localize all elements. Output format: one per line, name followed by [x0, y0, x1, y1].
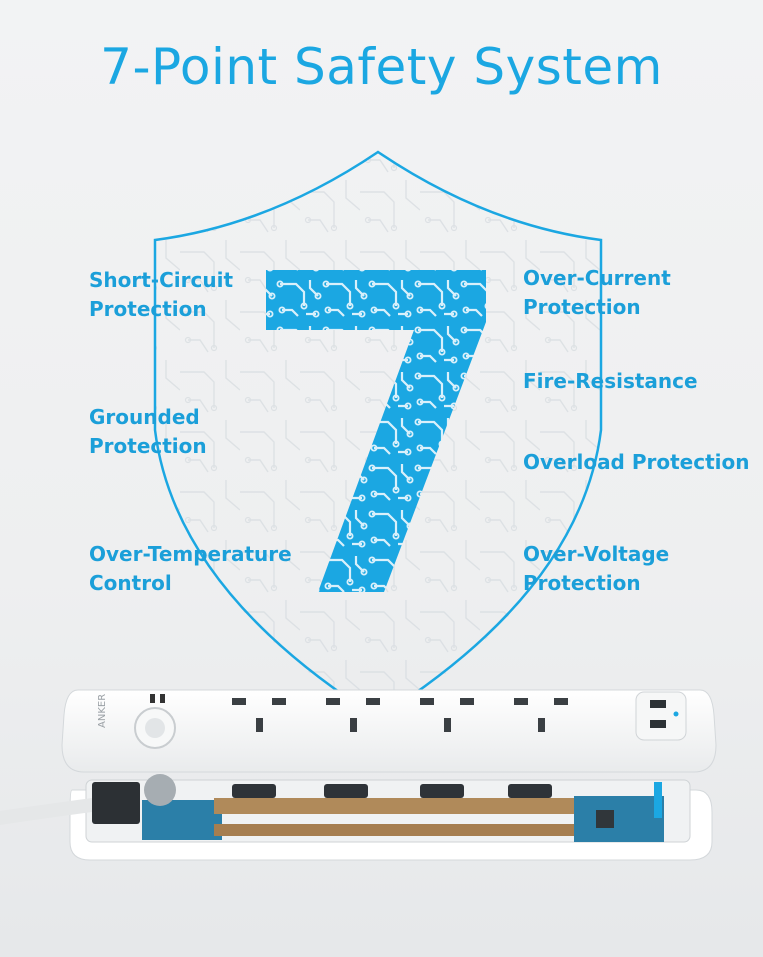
brand-logo: ANKER — [97, 694, 108, 728]
feature-line: Overload Protection — [523, 450, 750, 474]
feature-line: Protection — [89, 297, 207, 321]
feature-overload: Overload Protection — [523, 448, 749, 477]
feature-fire-resistance: Fire-Resistance — [523, 367, 698, 396]
feature-line: Over-Current — [523, 266, 671, 290]
page-title: 7-Point Safety System — [100, 38, 663, 96]
feature-over-current: Over-Current Protection — [523, 264, 671, 322]
feature-short-circuit: Short-Circuit Protection — [89, 266, 233, 324]
feature-line: Control — [89, 571, 172, 595]
feature-line: Fire-Resistance — [523, 369, 698, 393]
feature-line: Protection — [89, 434, 207, 458]
feature-over-temperature: Over-Temperature Control — [89, 540, 292, 598]
feature-line: Over-Temperature — [89, 542, 292, 566]
feature-line: Protection — [523, 571, 641, 595]
feature-line: Over-Voltage — [523, 542, 670, 566]
feature-line: Protection — [523, 295, 641, 319]
feature-line: Short-Circuit — [89, 268, 234, 292]
feature-grounded: Grounded Protection — [89, 403, 207, 461]
seven-numeral — [266, 270, 486, 592]
feature-line: Grounded — [89, 405, 200, 429]
power-strip: ANKER — [0, 689, 717, 861]
feature-over-voltage: Over-Voltage Protection — [523, 540, 669, 598]
